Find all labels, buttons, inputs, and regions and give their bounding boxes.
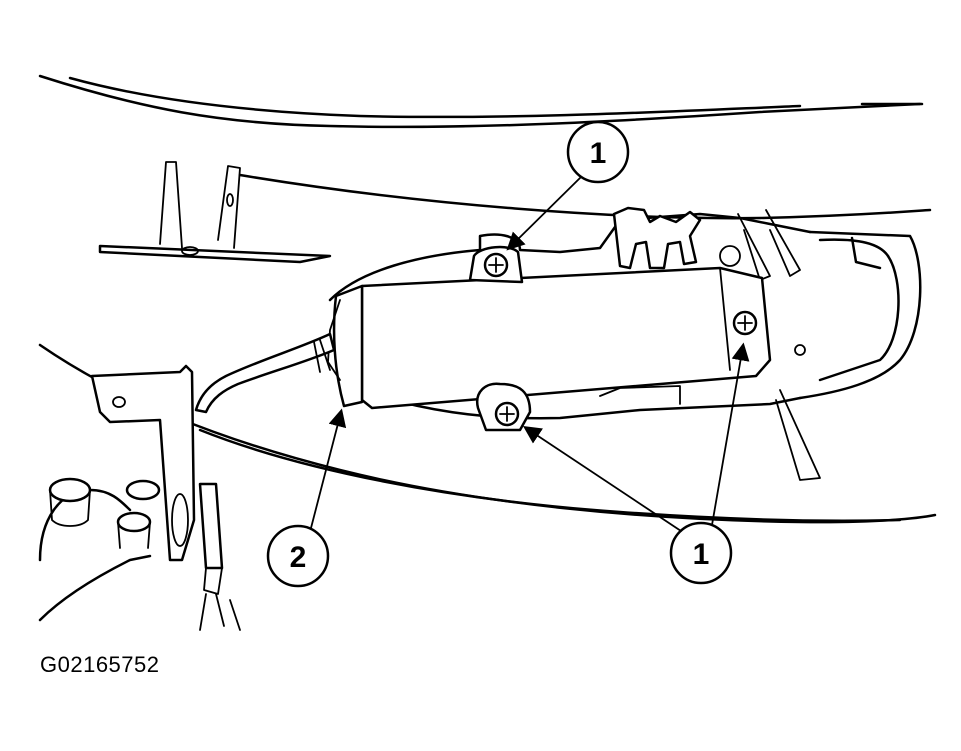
callout-1-bottom: 1 <box>523 342 750 585</box>
trim-panel <box>328 212 922 481</box>
callout-2: 2 <box>266 408 347 588</box>
screw-top <box>483 252 509 278</box>
leader-to-screw-right <box>711 342 750 526</box>
steering-column-area <box>38 364 241 631</box>
leader-to-harness-connector <box>310 408 347 529</box>
mounting-bracket <box>98 161 332 264</box>
callout-1-top: 1 <box>506 120 630 251</box>
screw-bottom <box>494 401 520 427</box>
svg-text:2: 2 <box>290 541 307 574</box>
svg-text:1: 1 <box>693 538 710 571</box>
screw-right <box>732 310 758 336</box>
svg-text:1: 1 <box>590 137 607 170</box>
wiring-harness <box>194 332 336 414</box>
leader-to-screw-top <box>506 176 582 251</box>
retaining-clip <box>612 206 806 356</box>
leader-to-screw-bottom <box>523 426 682 532</box>
airbag-module <box>327 266 772 410</box>
figure-id: G02165752 <box>40 652 160 677</box>
